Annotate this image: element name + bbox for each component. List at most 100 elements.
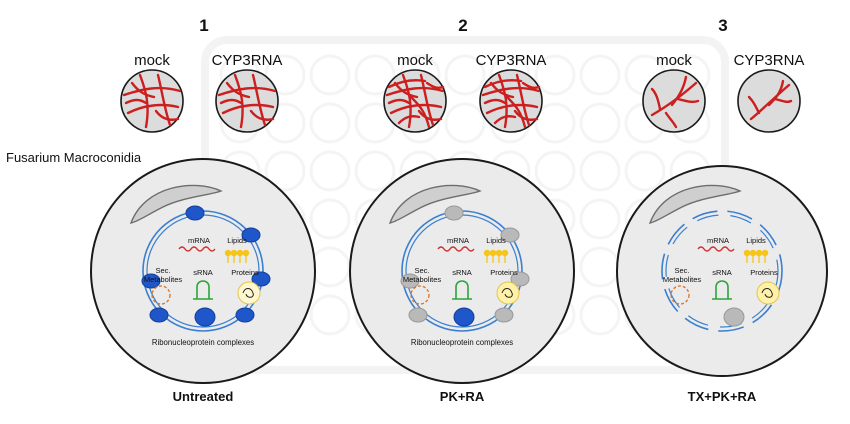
- lipids-label: Lipids: [746, 236, 766, 245]
- hypha: [650, 87, 662, 111]
- hypha: [124, 98, 148, 105]
- rnp-inner: [453, 307, 475, 327]
- panel-1-cyp3rna-label: CYP3RNA: [211, 52, 283, 69]
- hypha: [521, 81, 541, 89]
- lipid-head: [483, 249, 491, 257]
- srna-label: sRNA: [452, 268, 472, 277]
- hypha: [385, 86, 445, 97]
- panel-2-mock-label: mock: [397, 52, 433, 69]
- well: [264, 54, 306, 96]
- well: [579, 246, 621, 288]
- macroconidium: [129, 184, 223, 225]
- metabolites-icon: [670, 285, 690, 305]
- rnp-complex: [185, 205, 205, 221]
- well: [579, 294, 621, 336]
- panel-2-cyp3rna-plate: [479, 69, 543, 133]
- hypha: [387, 79, 427, 89]
- sec-metabolites-label: Metabolites: [403, 275, 442, 284]
- panel-3-mock-plate: [642, 69, 706, 133]
- srna-label: sRNA: [712, 268, 732, 277]
- well: [309, 54, 351, 96]
- hypha: [747, 95, 761, 115]
- lipid-head: [224, 249, 232, 257]
- well: [534, 54, 576, 96]
- metabolites-icon: [151, 285, 171, 305]
- hypha: [664, 111, 678, 129]
- rnp-complex: [400, 273, 420, 289]
- protein-coil: [242, 288, 254, 298]
- mrna-label: mRNA: [188, 236, 210, 245]
- hypha: [221, 103, 275, 115]
- hypha: [225, 81, 251, 99]
- mrna-label: mRNA: [447, 236, 469, 245]
- sec-metabolites-label: Sec.: [155, 266, 170, 275]
- proteins-icon: [496, 281, 520, 305]
- well: [309, 246, 351, 288]
- well: [579, 150, 621, 192]
- mrna-icon: [437, 246, 475, 252]
- rnp-complex: [251, 271, 271, 287]
- panel-2-treatment: PK+RA: [439, 389, 485, 404]
- lipids-label: Lipids: [227, 236, 247, 245]
- lipid-head: [242, 249, 250, 257]
- rnp-complex: [444, 205, 464, 221]
- hypha: [767, 79, 785, 107]
- hypha: [409, 95, 431, 129]
- well: [579, 102, 621, 144]
- rnp-complex: [141, 273, 161, 289]
- well: [624, 150, 666, 192]
- rnp-complex: [494, 307, 514, 323]
- sec-metabolites-label: Sec.: [414, 266, 429, 275]
- panel-3-mock-label: mock: [656, 52, 692, 69]
- srna-label: sRNA: [193, 268, 213, 277]
- hypha: [219, 98, 243, 105]
- panel-3-cyp3rna-plate: [737, 69, 801, 133]
- well: [309, 198, 351, 240]
- lipid-head: [761, 249, 769, 257]
- sec-metabolites-label: Sec.: [674, 266, 689, 275]
- proteins-label: Proteins: [231, 268, 259, 277]
- well: [444, 54, 486, 96]
- panel-1-number: 1: [199, 16, 209, 35]
- lipids-icon: [743, 249, 769, 263]
- lipid-head: [749, 249, 757, 257]
- panel-1-cyp3rna-plate: [215, 69, 279, 133]
- lipids-icon: [224, 249, 250, 263]
- lipid-head: [743, 249, 751, 257]
- hypha: [481, 86, 541, 97]
- proteins-label: Proteins: [750, 268, 778, 277]
- protein-coil: [761, 288, 773, 298]
- mrna-icon: [697, 246, 735, 252]
- lipid-head: [755, 249, 763, 257]
- panel-2-cyp3rna-label: CYP3RNA: [475, 52, 547, 69]
- macroconidium: [648, 184, 742, 225]
- rnp-label: Ribonucleoprotein complexes: [152, 338, 254, 347]
- hypha: [485, 103, 539, 115]
- hypha: [749, 83, 791, 121]
- hypha: [126, 103, 180, 115]
- hypha: [513, 109, 539, 121]
- hypha: [138, 73, 149, 129]
- proteins-label: Proteins: [490, 268, 518, 277]
- lipid-head: [236, 249, 244, 257]
- hypha: [401, 73, 412, 129]
- hypha: [425, 81, 445, 89]
- lipid-head: [501, 249, 509, 257]
- sec-metabolites-label: Metabolites: [144, 275, 183, 284]
- panel-1-mock-plate: [120, 69, 184, 133]
- well: [444, 102, 486, 144]
- lipid-head: [495, 249, 503, 257]
- hypha: [387, 98, 411, 105]
- well: [309, 150, 351, 192]
- rnp-label: Ribonucleoprotein complexes: [411, 338, 513, 347]
- membrane-broken-outer: [661, 210, 783, 332]
- hypha: [249, 109, 275, 121]
- rnp-inner: [194, 307, 216, 327]
- lipid-head: [230, 249, 238, 257]
- rnp-inner: [723, 307, 745, 327]
- lipid-head: [489, 249, 497, 257]
- panel-3-cyp3rna-label: CYP3RNA: [733, 52, 805, 69]
